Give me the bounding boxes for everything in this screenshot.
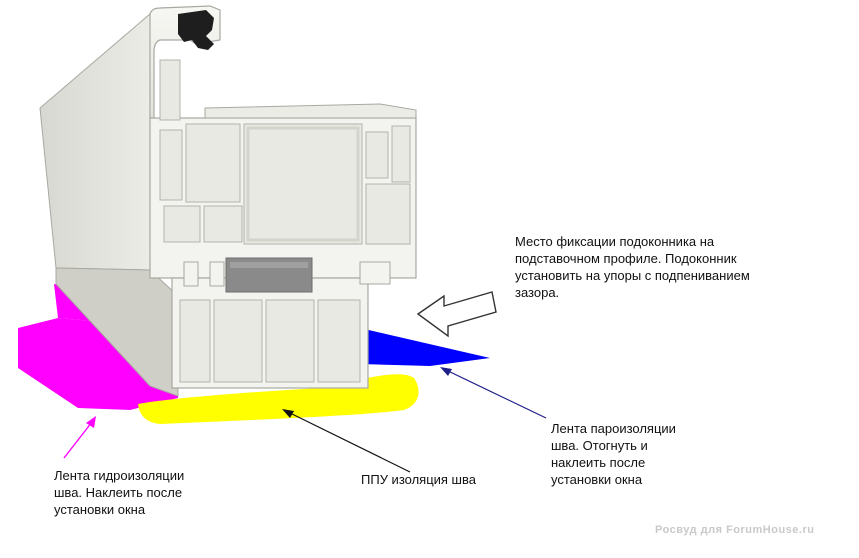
watermark: Росвуд для ForumHouse.ru (655, 524, 815, 536)
sash-chambers (159, 59, 411, 245)
waterproof-pointer (63, 421, 93, 459)
sill-arrow (416, 291, 497, 338)
sill-insert-highlight (230, 262, 308, 268)
foam-pointer (287, 411, 411, 473)
frame-side-face (39, 12, 151, 271)
gasket (178, 10, 214, 50)
waterproof-tape-label: Лента гидроизоляции шва. Наклеить после … (54, 468, 185, 517)
foam-insulation-label: ППУ изоляция шва (361, 472, 476, 487)
sill-fixation-label: Место фиксации подоконника на подставочн… (515, 234, 750, 300)
sash-top-edge (150, 103, 417, 119)
vapor-tape (360, 328, 490, 366)
clips (183, 261, 391, 287)
vapor-pointer (445, 369, 547, 419)
vapor-tape-label: Лента пароизоляции шва. Отогнуть и накле… (551, 421, 676, 487)
waterproof-pointer-head (86, 416, 96, 428)
sash-inner-shadow (246, 126, 360, 242)
support-chambers (179, 299, 361, 383)
foam-pointer-head (282, 409, 294, 418)
vapor-pointer-head (440, 367, 452, 376)
